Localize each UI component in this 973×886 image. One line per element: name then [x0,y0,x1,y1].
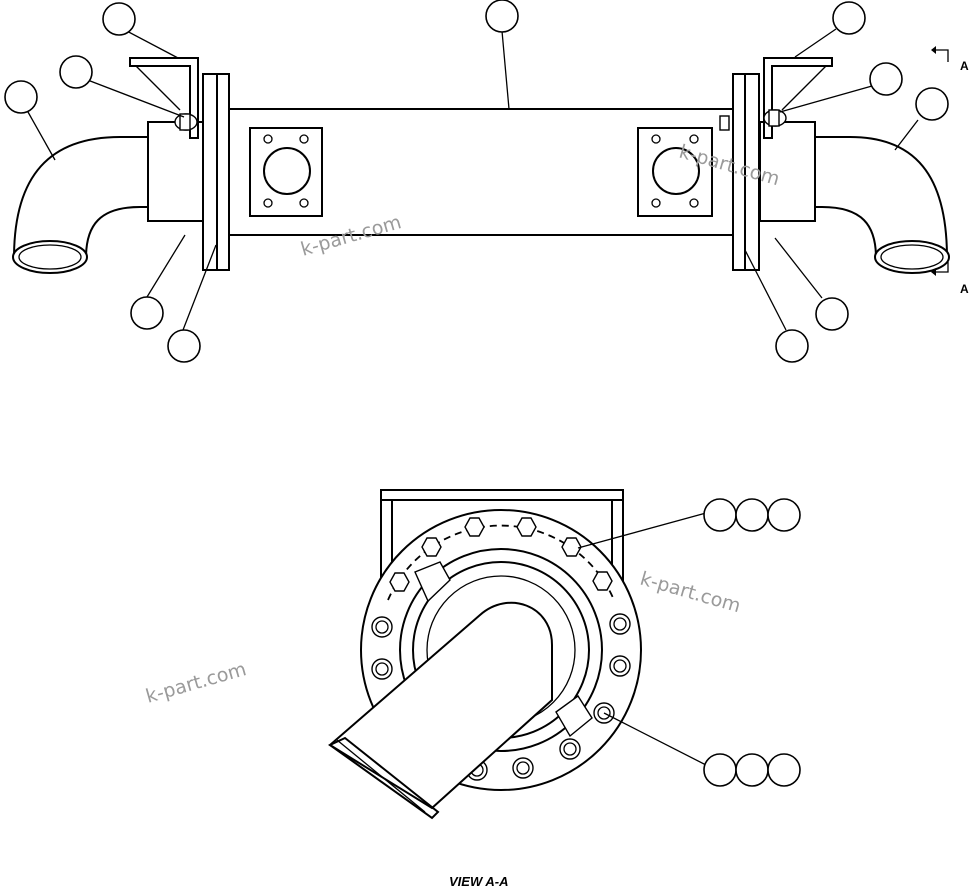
section-elbow-pipe [328,601,553,820]
callout-bubble[interactable] [485,0,519,33]
inner-ring-outer [399,548,603,752]
callout-bubble[interactable] [775,329,809,363]
watermark-text: k-part.com [143,658,249,708]
leader-line-upper [577,512,707,549]
left-flange-plate-outer [202,73,218,271]
axle-top-view: A A [4,0,969,363]
right-clamp-bolt [719,109,787,131]
callout-bubble[interactable] [735,753,769,787]
upper-clip [414,561,451,603]
callout-bubbles-top [4,0,949,363]
callout-bubble[interactable] [815,297,849,331]
left-mount-pad [249,127,323,217]
callout-bubble[interactable] [767,498,801,532]
callout-bubble[interactable] [767,753,801,787]
callout-bubble[interactable] [703,498,737,532]
callout-bubble[interactable] [735,498,769,532]
callout-bubble[interactable] [102,2,136,36]
right-bracket [763,57,833,139]
leader-line-lower [603,712,707,766]
callout-bubble[interactable] [130,296,164,330]
left-clamp-bolt [174,113,198,131]
flange-bolts [371,517,631,781]
callout-bubble[interactable] [167,329,201,363]
left-flange-plate-inner [216,73,230,271]
callout-group-lower [703,753,801,787]
left-elbow-pipe [12,136,149,274]
callout-bubble[interactable] [915,87,949,121]
section-label-a-bottom: A [960,282,969,296]
section-view-a-a: VIEW A-A [328,489,801,886]
section-marker-bottom: A [931,262,969,296]
section-label-a-top: A [960,59,969,73]
view-title: VIEW A-A [449,874,508,886]
callout-bubble[interactable] [869,62,903,96]
watermark-text: k-part.com [638,568,744,618]
callout-bubble[interactable] [4,80,38,114]
leader-lines-top [27,28,919,331]
callout-bubble[interactable] [703,753,737,787]
section-marker-top: A [931,46,969,73]
right-elbow-pipe [814,136,950,274]
left-bracket [129,57,199,139]
right-mount-pad [637,127,713,217]
lower-clip [555,694,593,738]
callout-bubble[interactable] [59,55,93,89]
callout-bubble[interactable] [832,1,866,35]
hidden-outline [387,524,615,601]
callout-group-upper [703,498,801,532]
right-flange-plate-outer [744,73,760,271]
